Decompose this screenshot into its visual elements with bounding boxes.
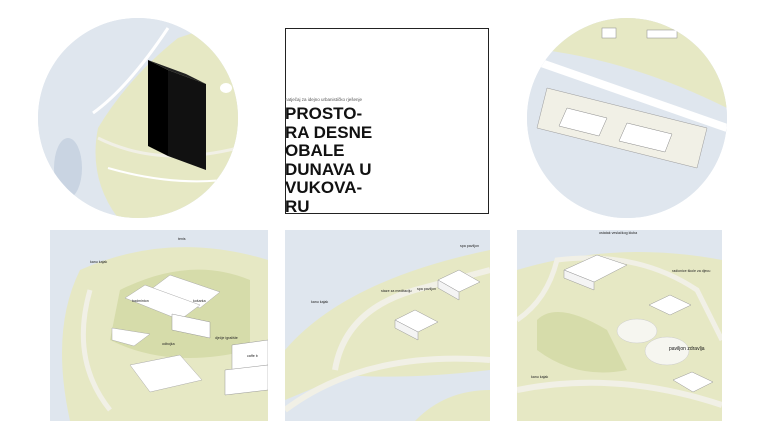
project-title: PROSTO- RA DESNE OBALE DUNAVA U VUKOVA- … <box>285 104 373 216</box>
panel-spa-zone: spa paviljon staze za meditaciju spa pav… <box>285 230 490 421</box>
label-staze-za-meditaciju: staze za meditaciju <box>381 289 412 293</box>
tower-side <box>148 60 168 156</box>
label-djecje-igraliste: dječje igralište <box>215 336 238 340</box>
label-ostatak-veslackog-kluba: ostatak veslačkog kluba <box>599 231 638 235</box>
label-caffe-bar: caffe b <box>247 354 258 358</box>
panel-sports-zone: tenis kanu kajak badminton košarka odboj… <box>50 230 268 421</box>
label-kanu-kajak-3: kanu kajak <box>531 375 549 379</box>
label-kanu-kajak: kanu kajak <box>90 260 108 264</box>
project-subtitle: natječaj za idejno urbanističko rješenje <box>285 97 363 102</box>
label-badminton: badminton <box>132 299 149 303</box>
title-frame <box>285 28 489 214</box>
sports-zone-drawing <box>62 247 268 421</box>
label-kanu-kajak-2: kanu kajak <box>311 300 329 304</box>
tower-front <box>168 70 206 170</box>
site-plan-drawing <box>38 18 238 218</box>
label-skole-za-djecu: radionice škole za djecu <box>672 269 711 273</box>
label-spa-paviljon-1: spa paviljon <box>460 244 479 248</box>
label-paviljon: paviljon zdravlja <box>669 346 705 352</box>
waterfront-drawing <box>527 18 727 218</box>
spa-zone-drawing <box>285 250 490 421</box>
site-overview-circle-left <box>38 18 238 218</box>
label-odbojka: odbojka <box>162 342 175 346</box>
panel-club-zone: ostatak veslačkog kluba radionice škole … <box>517 230 722 421</box>
label-tenis: tenis <box>178 237 186 241</box>
label-kosarka: košarka <box>193 299 206 303</box>
club-zone-drawing <box>517 252 722 421</box>
site-overview-circle-right <box>527 18 727 218</box>
label-spa-paviljon-2: spa paviljon <box>417 287 436 291</box>
